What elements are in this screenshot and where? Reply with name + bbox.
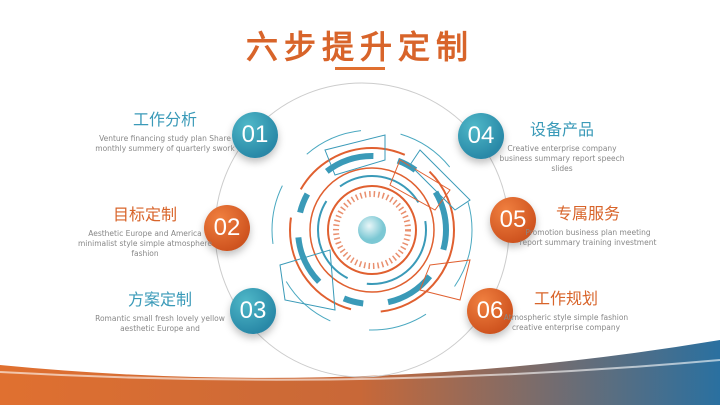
bottom-wave	[0, 340, 720, 405]
step-desc: Promotion business plan meeting report s…	[519, 228, 657, 247]
step-title: 目标定制	[112, 205, 177, 224]
title-underline	[335, 67, 385, 70]
step-03: 方案定制 Romantic small fresh lovely yellow …	[90, 286, 230, 334]
step-02: 目标定制 Aesthetic Europe and America minima…	[75, 201, 215, 259]
center-graphic	[271, 129, 473, 331]
step-title: 专属服务	[555, 204, 620, 223]
step-06: 工作规划 Atmospheric style simple fashion cr…	[496, 285, 636, 333]
step-desc: Creative enterprise company business sum…	[499, 144, 625, 173]
step-desc: Romantic small fresh lovely yellow aesth…	[95, 314, 225, 333]
step-badge-02: 02	[204, 205, 250, 251]
step-desc: Venture financing study plan Share month…	[95, 134, 235, 153]
step-desc: Aesthetic Europe and America minimalist …	[77, 229, 213, 258]
step-04: 设备产品 Creative enterprise company busines…	[492, 116, 632, 174]
step-title: 设备产品	[529, 120, 594, 139]
step-01: 工作分析 Venture financing study plan Share …	[95, 106, 235, 154]
step-badge-06: 06	[467, 288, 513, 334]
step-desc: Atmospheric style simple fashion creativ…	[503, 313, 629, 332]
step-badge-05: 05	[490, 197, 536, 243]
step-title: 方案定制	[127, 290, 192, 309]
step-05: 专属服务 Promotion business plan meeting rep…	[518, 200, 658, 248]
step-badge-01: 01	[232, 112, 278, 158]
page-title: 六步提升定制	[245, 28, 474, 66]
step-badge-04: 04	[458, 113, 504, 159]
step-title: 工作分析	[132, 110, 197, 129]
step-title: 工作规划	[533, 289, 598, 308]
step-badge-03: 03	[230, 288, 276, 334]
